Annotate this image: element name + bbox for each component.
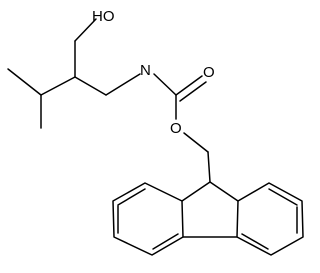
bond-c9-right: [209, 181, 239, 202]
right-benzene-ring: [236, 182, 304, 256]
bond-carbonyl-o-double-b: [179, 81, 207, 102]
bond-c9-left: [181, 181, 211, 202]
right-ring-double-1: [268, 188, 298, 206]
bond-ch-isopropyl: [40, 76, 76, 96]
bond-ch-ch2n: [74, 76, 107, 96]
left-ring-double-3: [152, 233, 179, 250]
fluorene-core: [112, 181, 304, 256]
hydroxyl-label: HO: [92, 8, 115, 25]
aliphatic-chain: [7, 18, 141, 129]
bond-carbonyl-o-double-a: [175, 75, 203, 96]
left-ring-double-1: [117, 188, 146, 206]
bond-ch2-oh: [74, 18, 97, 42]
bond-ch2-c9: [207, 151, 211, 183]
ester-oxygen-label: O: [170, 120, 182, 137]
left-benzene-ring: [112, 182, 184, 256]
bond-ester-o-ch2: [183, 132, 209, 153]
amine-label: N: [140, 62, 151, 79]
right-ring-double-3: [241, 233, 269, 250]
bond-ch2-n: [105, 73, 141, 96]
bond-n-carbonyl: [153, 73, 177, 96]
bond-isopropyl-methyl-left: [7, 68, 42, 96]
carbamate-group: [153, 73, 211, 183]
carbonyl-oxygen-label: O: [203, 64, 215, 81]
